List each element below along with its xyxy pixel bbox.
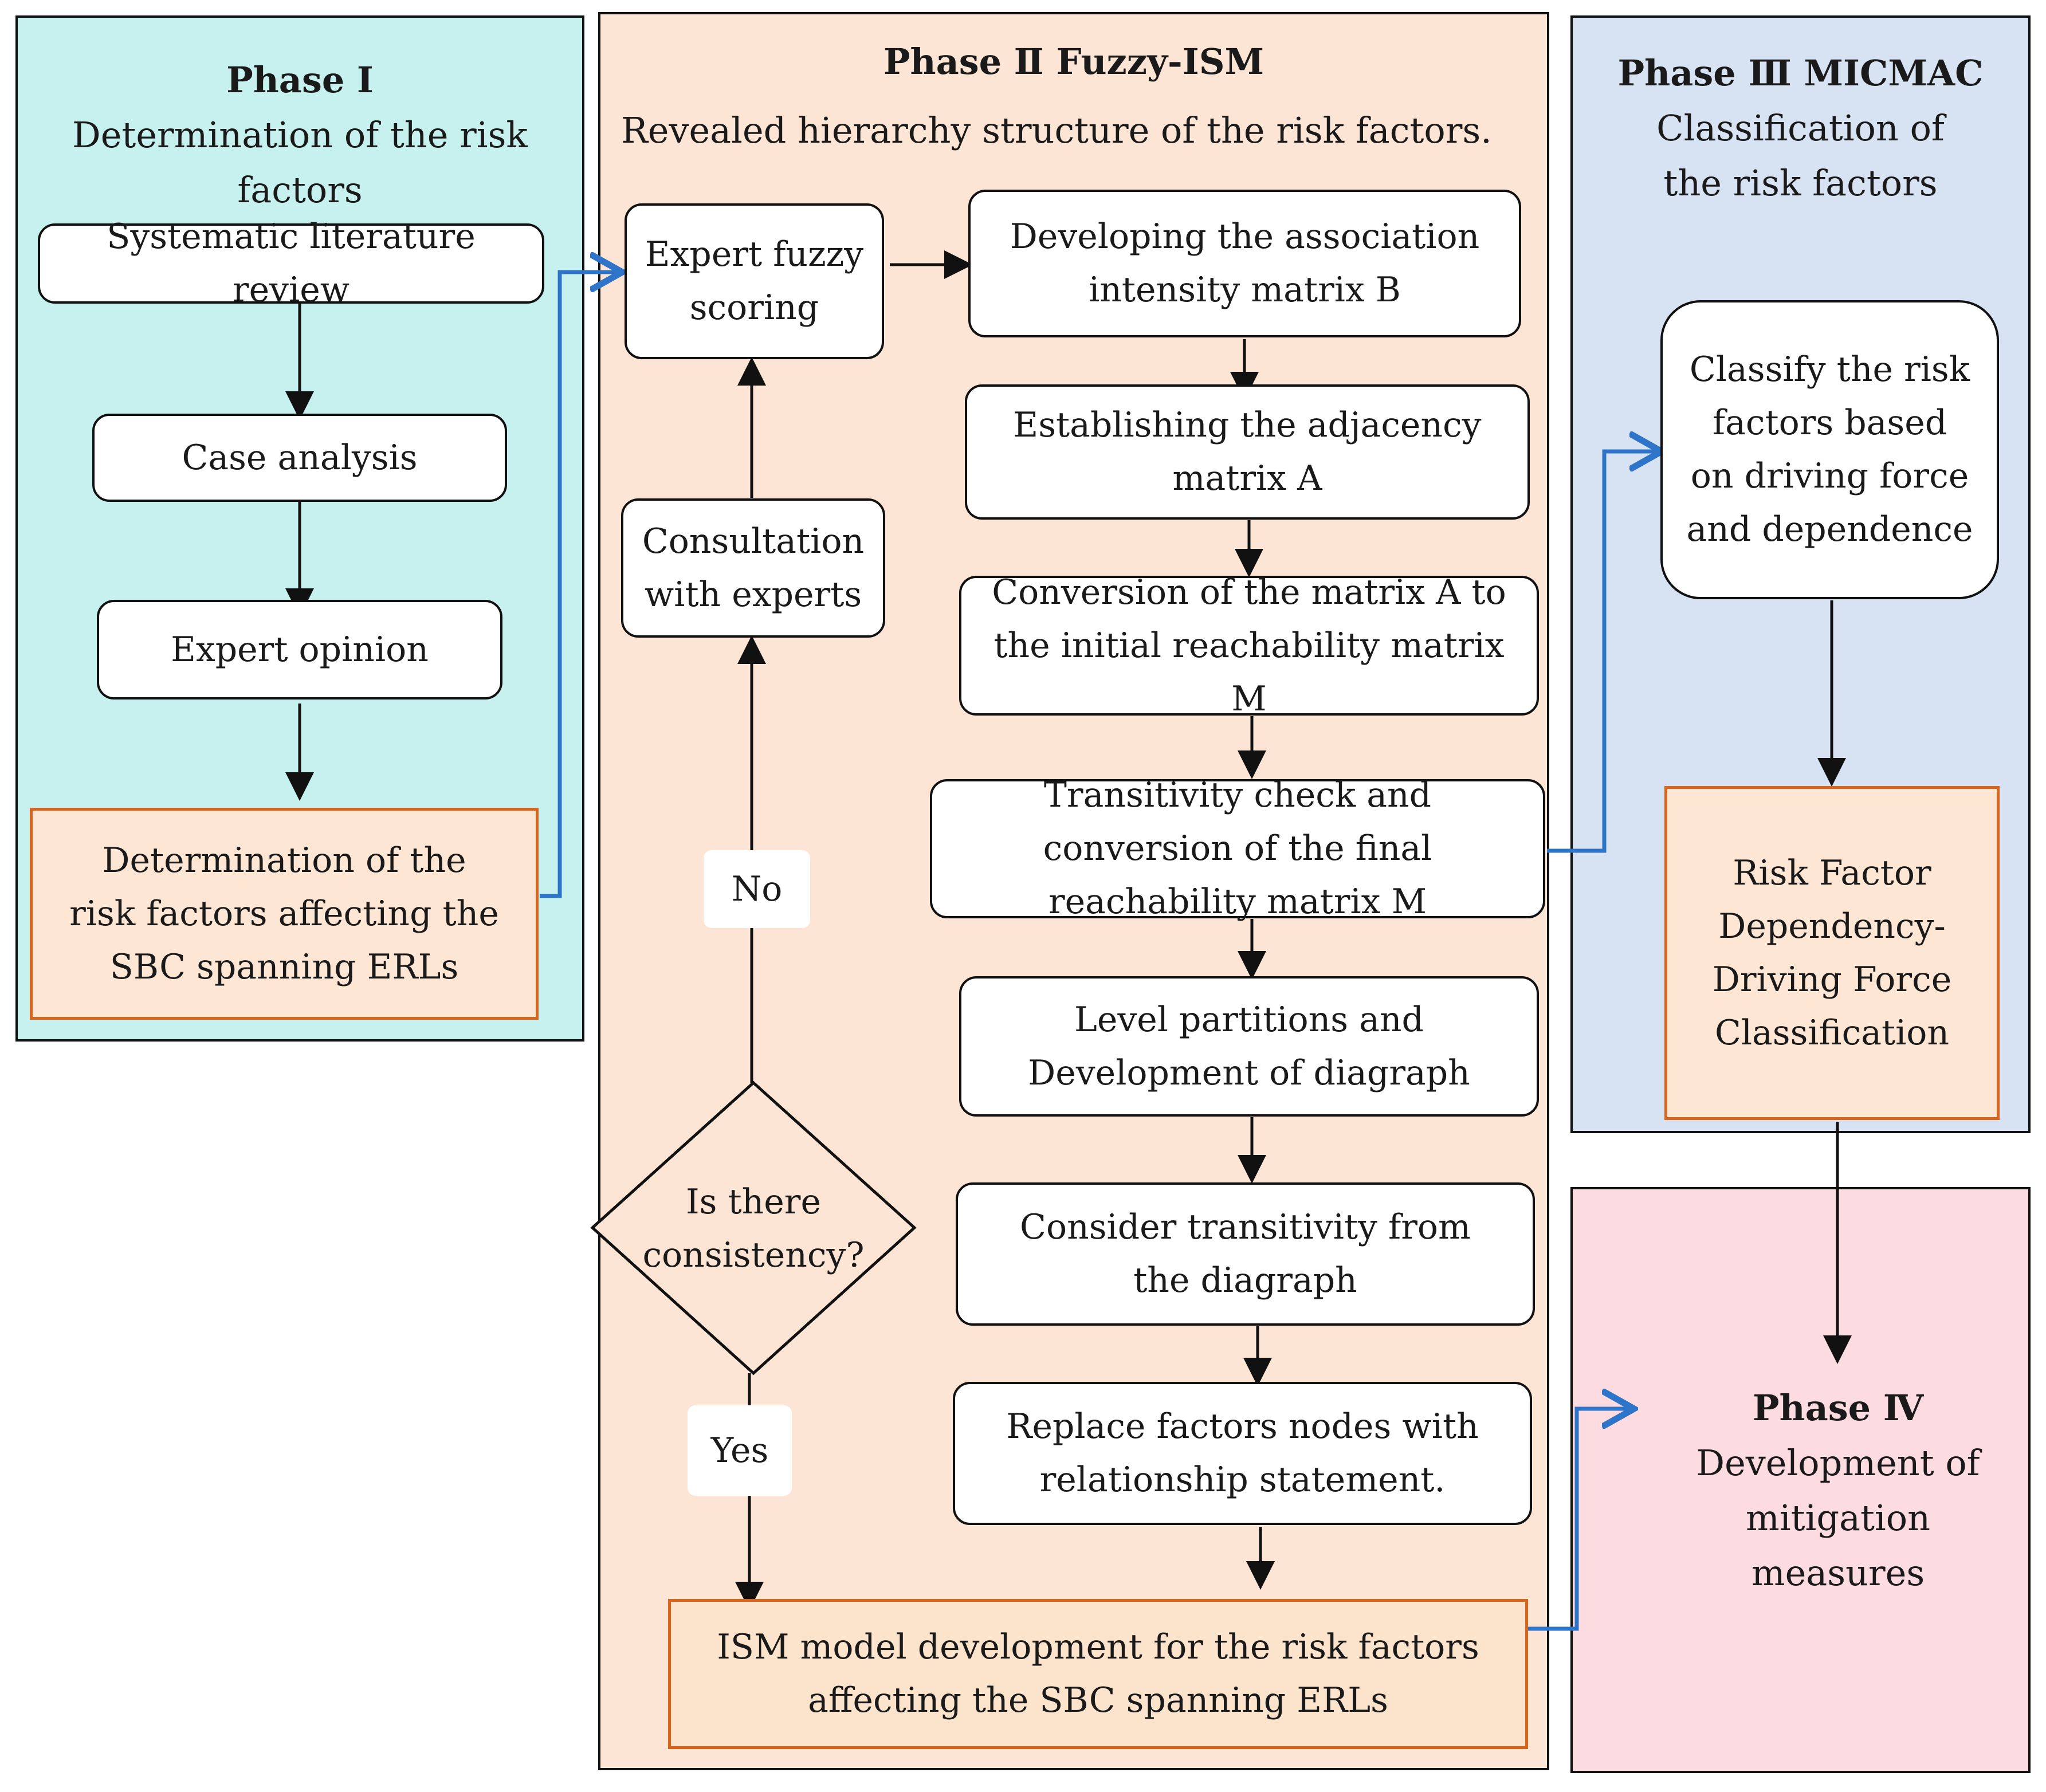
arrow-phase2-to-phase3: [1547, 451, 1662, 853]
systematic-literature-review-box: Systematic literature review: [38, 217, 544, 310]
ism-model-box: ISM model development for the risk facto…: [668, 1599, 1528, 1749]
phase1-result-box: Determination of the risk factors affect…: [30, 808, 539, 1020]
phase4-title-block: Phase Ⅳ Development of mitigation measur…: [1650, 1381, 2026, 1601]
phase3-result-box: Risk Factor Dependency-Driving Force Cla…: [1664, 786, 2000, 1120]
expert-opinion-box: Expert opinion: [97, 600, 502, 699]
classify-risk-factors-box: Classify the risk factors based on drivi…: [1660, 300, 1999, 599]
replace-nodes-box: Replace factors nodes with relationship …: [953, 1382, 1532, 1525]
association-matrix-box: Developing the association intensity mat…: [968, 190, 1521, 337]
transitivity-check-box: Transitivity check and conversion of the…: [930, 775, 1545, 922]
phase2-subtitle: Revealed hierarchy structure of the risk…: [621, 109, 1492, 151]
phase3-subtitle: Classification of the risk factors: [1656, 107, 1945, 205]
adjacency-matrix-box: Establishing the adjacency matrix A: [965, 384, 1530, 520]
expert-fuzzy-scoring-box: Expert fuzzy scoring: [625, 203, 884, 359]
phase3-title: Phase Ⅲ MICMAC: [1617, 52, 1984, 94]
consultation-with-experts-box: Consultation with experts: [621, 498, 885, 638]
yes-label: Yes: [688, 1405, 792, 1496]
consider-transitivity-box: Consider transitivity from the diagraph: [956, 1182, 1535, 1326]
phase4-title: Phase Ⅳ: [1752, 1387, 1924, 1429]
decision-diamond: [590, 1080, 917, 1376]
decision-text: Is there consistency?: [642, 1182, 865, 1275]
phase1-title-block: Phase Ⅰ Determination of the risk factor…: [15, 53, 584, 218]
phase1-title: Phase Ⅰ: [226, 59, 374, 101]
phase2-title: Phase Ⅱ Fuzzy-ISM: [883, 41, 1264, 82]
arrow-ism-to-phase4: [1516, 1409, 1634, 1631]
arrow-phase1-to-phase2: [540, 272, 622, 898]
level-partitions-box: Level partitions and Development of diag…: [959, 976, 1539, 1117]
initial-reachability-box: Conversion of the matrix A to the initia…: [959, 572, 1539, 719]
phase4-subtitle: Development of mitigation measures: [1696, 1442, 1980, 1594]
phase2-title-block: Phase Ⅱ Fuzzy-ISM: [598, 34, 1549, 89]
phase3-title-block: Phase Ⅲ MICMAC Classification of the ris…: [1570, 46, 2031, 211]
phase4-panel: [1570, 1187, 2031, 1773]
case-analysis-box: Case analysis: [92, 414, 507, 502]
no-label: No: [704, 850, 810, 928]
phase1-subtitle: Determination of the risk factors: [72, 114, 528, 211]
